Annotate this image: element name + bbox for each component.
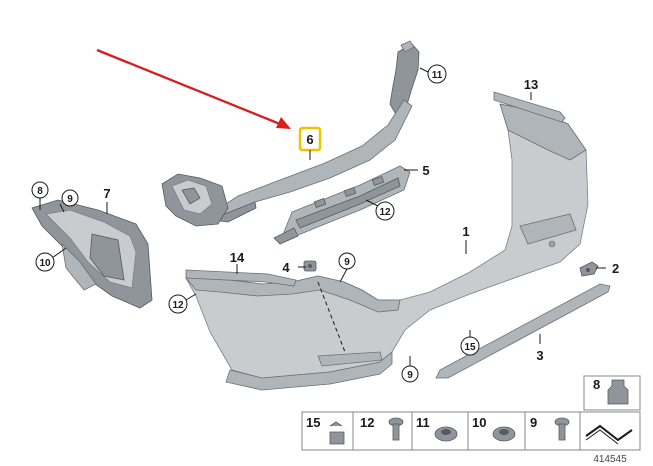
legend-fastener-row: 15 12 11 10 9 [301,411,641,451]
nut-11-icon [434,426,458,442]
callout-label: 10 [39,258,51,269]
callout-12-left: 12 [168,293,197,314]
callout-label: 2 [612,261,619,276]
callout-15: 15 [460,330,480,356]
clip-part-4 [303,260,317,272]
side-bracket-part-7 [31,199,153,309]
callout-label: 12 [379,207,391,218]
trim-strip-part-13 [493,91,566,123]
red-pointer-arrow [96,48,291,129]
trim-strip-part-3 [435,283,611,379]
legend-item-12: 12 [360,415,374,430]
callout-label: 13 [524,77,538,92]
callout-9-bottom: 9 [401,356,419,383]
callout-9-left: 9 [59,189,79,213]
callout-label: 9 [344,257,350,268]
callout-11: 11 [419,64,447,84]
drawing-number: 414545 [593,454,627,465]
callout-2: 2 [596,261,619,276]
callout-14: 14 [230,250,245,274]
callout-label: 6 [306,132,313,147]
screw-12-icon [388,417,404,441]
callout-label: 7 [103,186,110,201]
callout-label: 9 [67,194,73,205]
callout-label: 9 [407,370,413,381]
clip-15-icon [329,421,345,445]
legend-item-10: 10 [472,415,486,430]
screw-9-icon [554,417,570,441]
nut-clip-icon [607,379,629,405]
installation-symbol-icon [585,424,633,442]
legend-item-11: 11 [416,415,430,430]
callout-12-center: 12 [365,199,395,221]
callout-label: 4 [282,260,290,275]
legend-label: 8 [593,377,600,392]
callout-label: 15 [464,342,476,353]
callout-3: 3 [536,334,544,363]
bracket-part-5 [273,165,411,245]
callout-13: 13 [524,77,538,100]
callout-8: 8 [31,181,49,210]
bumper-cover-part-1 [185,103,589,391]
callout-label: 14 [230,250,245,265]
callout-5: 5 [404,163,430,178]
callout-label: 5 [422,163,429,178]
callout-label: 11 [432,70,443,81]
callout-label: 12 [172,300,184,311]
legend-item-9: 9 [530,415,537,430]
legend-item-15: 15 [306,415,320,430]
trim-strip-part-14 [185,269,297,287]
callout-label: 8 [37,186,43,197]
callout-9-center: 9 [338,252,356,283]
callout-6: 6 [298,126,322,160]
callout-7: 7 [103,186,111,214]
callout-4: 4 [282,260,306,275]
legend-box-8: 8 [583,375,641,411]
bumper-carrier-part-6 [161,40,420,227]
nut-10-icon [492,426,516,442]
callout-label: 1 [462,224,469,239]
sensor-part-2 [579,261,599,277]
callout-1: 1 [462,224,470,254]
callout-10: 10 [35,247,67,272]
callout-label: 3 [536,348,543,363]
